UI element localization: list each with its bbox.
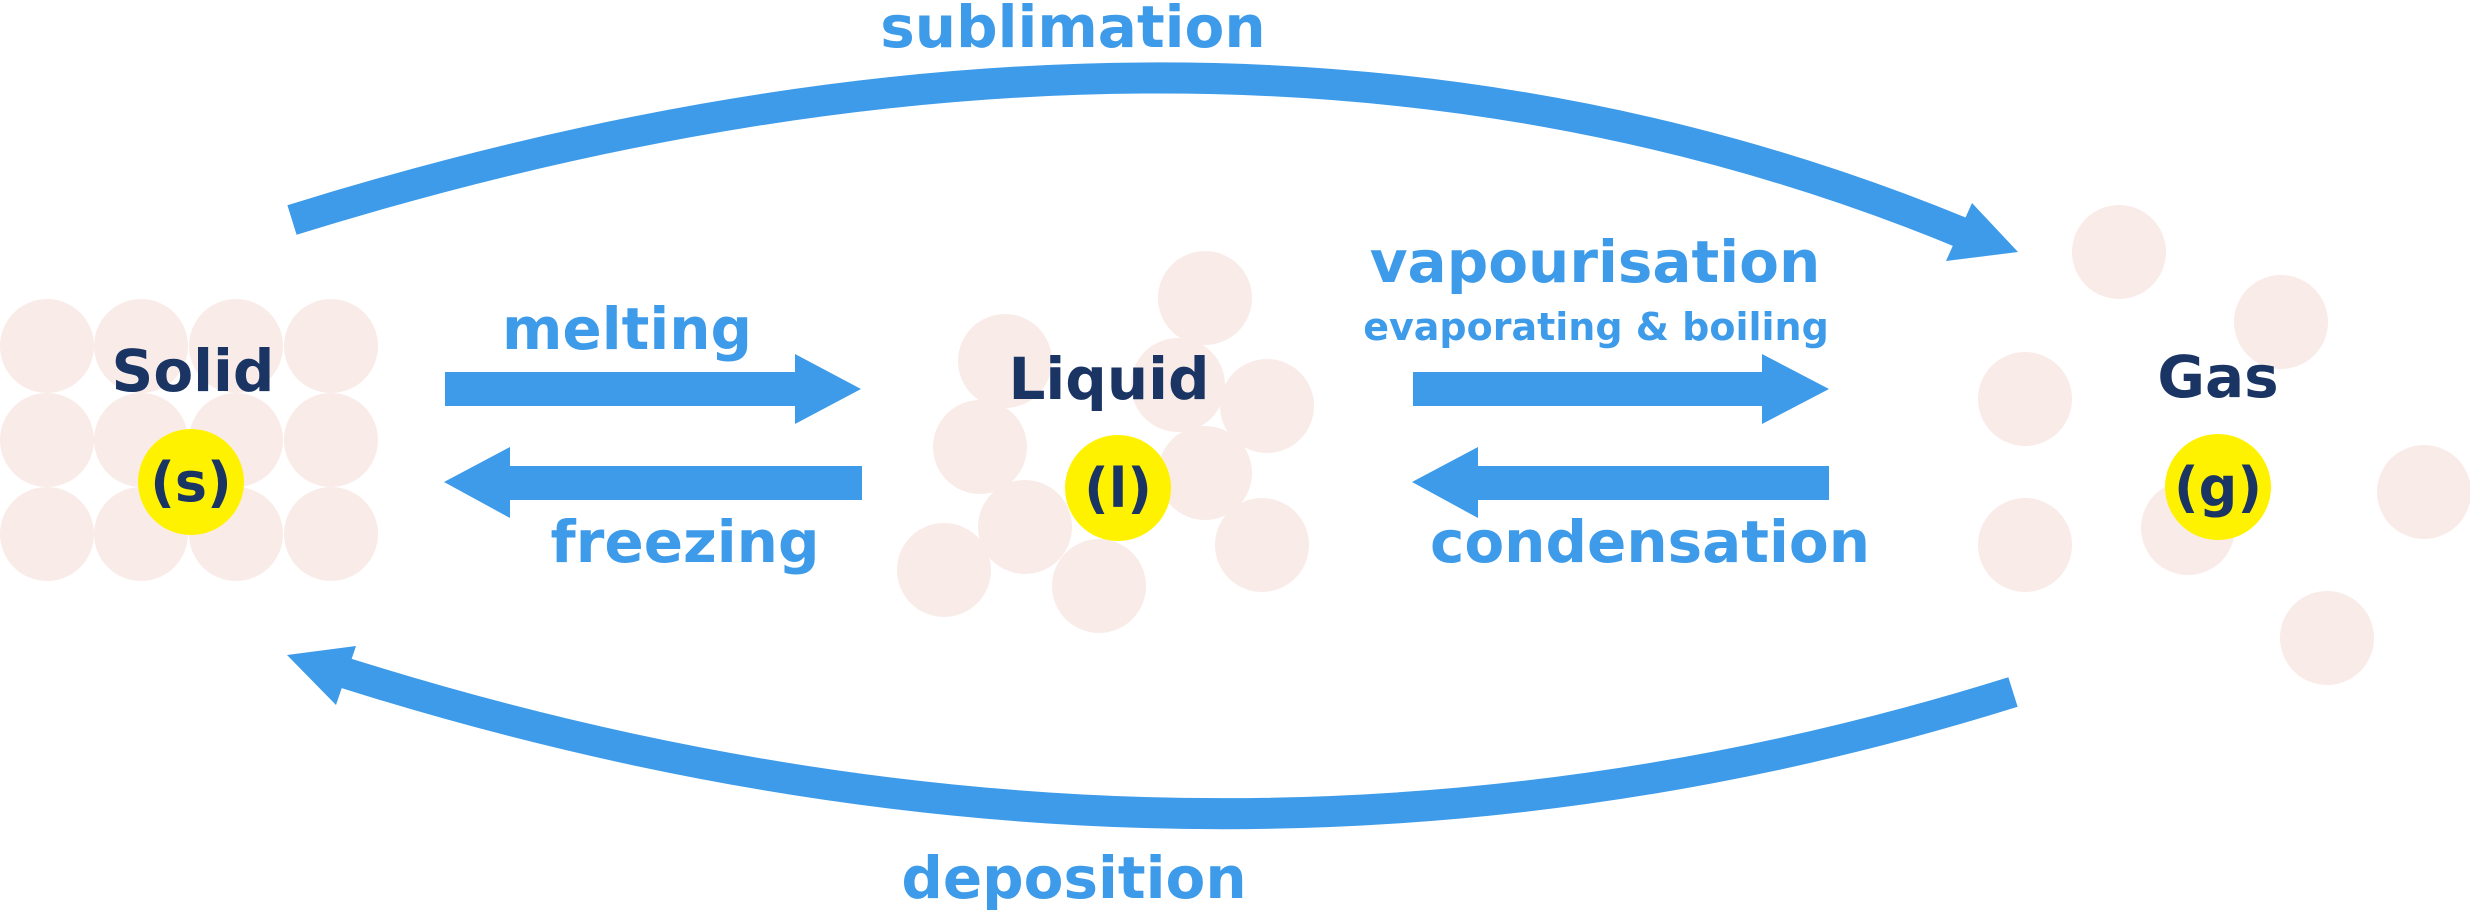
solid-particle [284, 299, 378, 393]
deposition-arrow-shaft [337, 657, 2018, 830]
liquid-particle [1158, 426, 1252, 520]
gas-symbol: (g) [2174, 456, 2262, 519]
solid-particle [284, 487, 378, 581]
liquid-particle [1220, 359, 1314, 453]
gas-symbol-badge [2165, 434, 2271, 540]
solid-state: Solid (s) [112, 337, 275, 535]
sublimation-arrowhead [1946, 203, 2018, 261]
gas-particle [2234, 275, 2328, 369]
liquid-symbol: (l) [1084, 457, 1152, 520]
curved-arrows [287, 62, 2018, 830]
liquid-particle [1052, 539, 1146, 633]
freezing-arrow [444, 447, 862, 518]
vapourisation-label: vapourisation [1370, 228, 1821, 296]
solid-symbol: (s) [150, 451, 232, 514]
liquid-state: Liquid (l) [1008, 345, 1210, 541]
solid-label: Solid [112, 337, 275, 405]
condensation-arrow [1412, 447, 1829, 518]
solid-particle [0, 393, 94, 487]
gas-particle [2072, 205, 2166, 299]
liquid-particle [978, 480, 1072, 574]
liquid-particle [897, 523, 991, 617]
liquid-particle [1158, 251, 1252, 345]
process-labels: sublimation melting freezing vapourisati… [502, 0, 1870, 912]
solid-particle [0, 299, 94, 393]
gas-label: Gas [2157, 343, 2278, 411]
melting-label: melting [502, 295, 752, 363]
gas-particle [1978, 498, 2072, 592]
solid-particle [94, 299, 188, 393]
gas-state: Gas (g) [2157, 343, 2279, 540]
vapourisation-detail-label: evaporating & boiling [1363, 305, 1829, 349]
solid-symbol-badge [138, 429, 244, 535]
liquid-particle [958, 314, 1052, 408]
liquid-label: Liquid [1008, 345, 1209, 413]
gas-particle [2280, 591, 2374, 685]
liquid-particle [1131, 338, 1225, 432]
liquid-particle [933, 400, 1027, 494]
gas-particle [1978, 352, 2072, 446]
deposition-arrowhead [287, 646, 356, 705]
freezing-label: freezing [551, 508, 820, 576]
solid-particle [0, 487, 94, 581]
liquid-particle [1215, 498, 1309, 592]
liquid-particles [897, 251, 1314, 633]
sublimation-label: sublimation [880, 0, 1265, 61]
melting-arrow [445, 354, 861, 424]
vapourisation-arrow [1413, 354, 1829, 424]
condensation-label: condensation [1430, 508, 1870, 576]
solid-particle [284, 393, 378, 487]
straight-arrows [444, 354, 1829, 518]
solid-particle [189, 299, 283, 393]
deposition-label: deposition [901, 844, 1246, 912]
gas-particle [2377, 445, 2470, 539]
sublimation-arrow-shaft [287, 62, 1966, 247]
liquid-symbol-badge [1065, 435, 1171, 541]
